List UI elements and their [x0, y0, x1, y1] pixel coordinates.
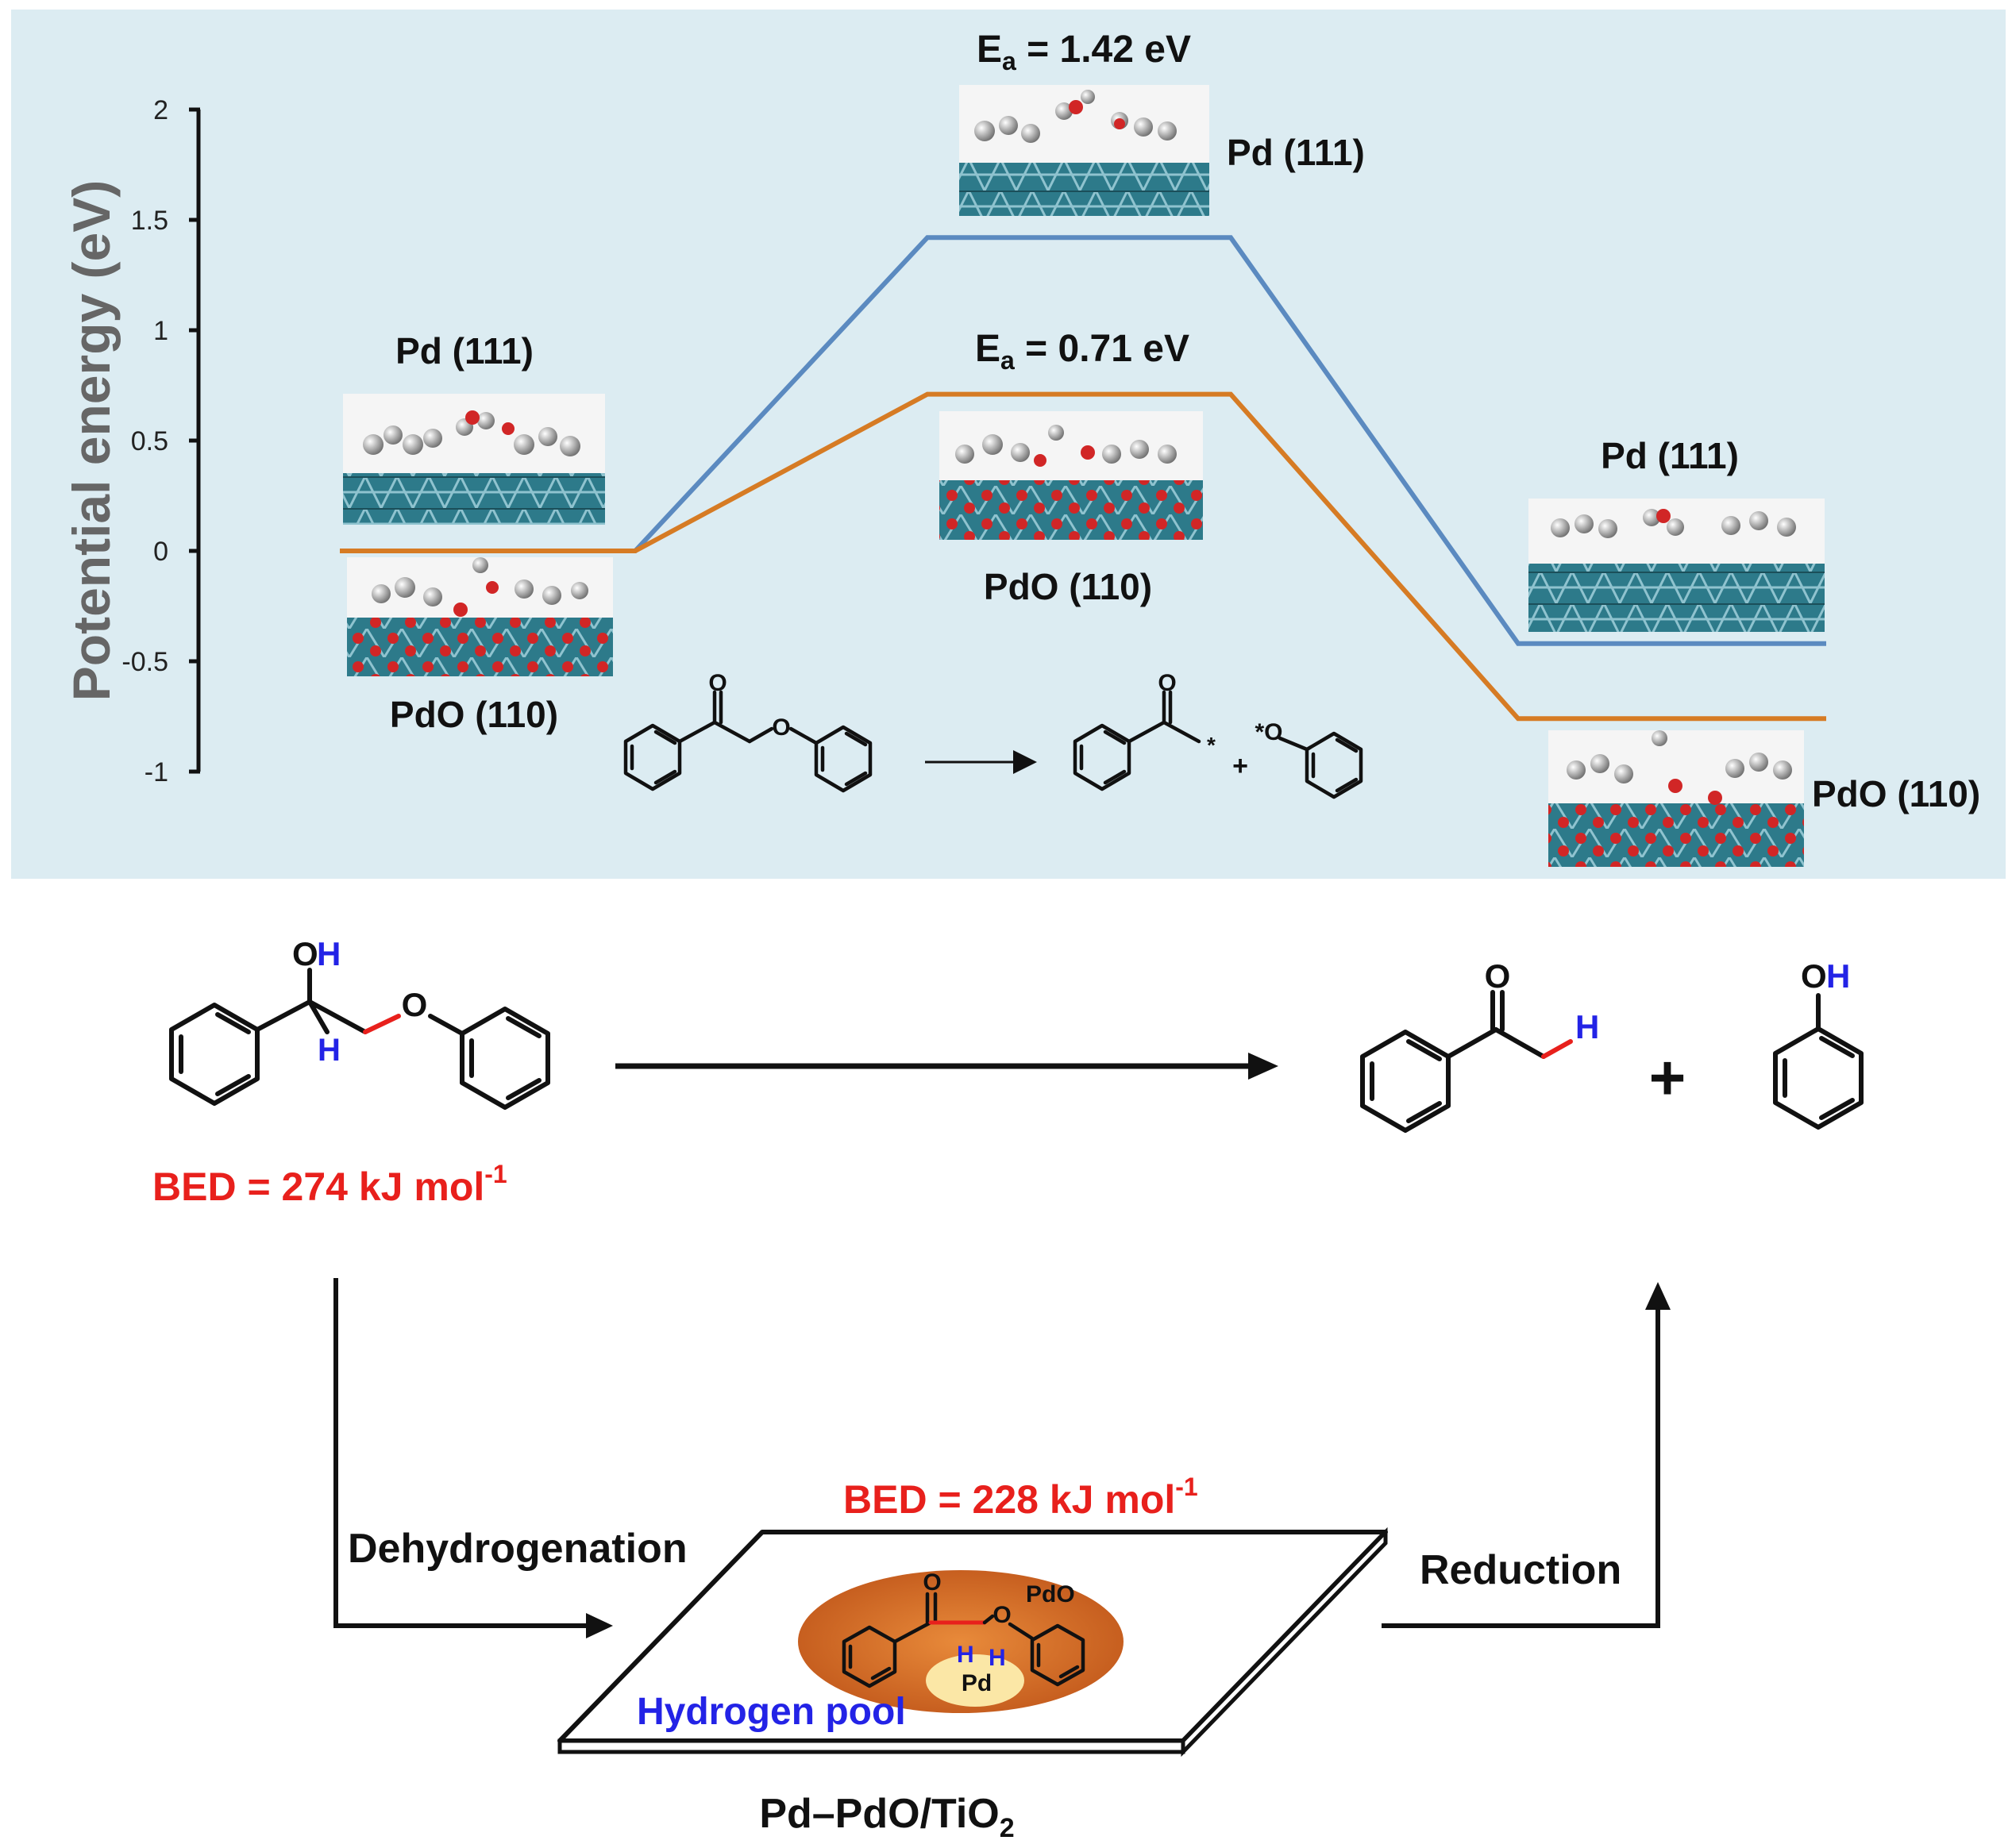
- reactant-hydroxyl-h: H: [317, 935, 341, 972]
- inset-reactant-molecule: O O: [623, 670, 873, 793]
- reactant-ether-o: O: [402, 986, 428, 1023]
- bed-surface-label: BED = 228 kJ mol-1: [843, 1473, 1198, 1522]
- inset-ether-o: O: [772, 714, 790, 741]
- pdo-label: PdO: [1026, 1581, 1075, 1607]
- dehydrogenation-label: Dehydrogenation: [348, 1526, 688, 1572]
- slab-initial-pd111: [343, 394, 605, 525]
- bed-reactant-label: BED = 274 kJ mol-1: [152, 1160, 507, 1209]
- surface-h1: H: [957, 1642, 974, 1668]
- inset-product-o: O: [1158, 670, 1176, 696]
- phenol-h: H: [1826, 957, 1850, 995]
- dehydrogenation-arrow-head: [586, 1613, 613, 1638]
- slab-ts-pd111: [959, 85, 1209, 216]
- inset-radical-star: *: [1207, 733, 1216, 757]
- inset-product-molecules: O * + *O: [1073, 670, 1363, 799]
- initial-pd111-label: Pd (111): [395, 330, 534, 372]
- slab-final-pd111: [1528, 499, 1825, 632]
- ea-pd111-label: Ea = 1.42 eV: [977, 29, 1191, 75]
- slab-final-pdo110: [1548, 730, 1804, 867]
- slab-initial-pdo110: [347, 557, 613, 676]
- energy-paths: [340, 235, 1826, 722]
- product-plus: +: [1649, 1042, 1686, 1113]
- main-arrow-head: [1248, 1053, 1278, 1080]
- acetophenone-h: H: [1575, 1008, 1599, 1045]
- catalyst-label: Pd–PdO/TiO2: [759, 1791, 1014, 1843]
- surface-carbonyl-o: O: [923, 1569, 941, 1596]
- inset-phenoxy-o: *O: [1255, 719, 1282, 745]
- pd-label: Pd: [962, 1670, 992, 1696]
- reaction-scheme: O H H O BED = 274 kJ mol-1 O H +: [152, 935, 1864, 1843]
- ts-pd111-label: Pd (111): [1227, 132, 1365, 173]
- y-axis: 2 1.5 1 0.5 0 -0.5 -1 Potential energy (…: [62, 95, 201, 787]
- y-tick-label: 1.5: [131, 206, 168, 236]
- cleaved-bond: [363, 1014, 401, 1034]
- initial-pdo110-label: PdO (110): [390, 694, 558, 735]
- energy-diagram-panel: 2 1.5 1 0.5 0 -0.5 -1 Potential energy (…: [11, 10, 2006, 879]
- pd-particle: [926, 1654, 1024, 1707]
- y-tick-label: 0.5: [131, 426, 168, 456]
- phenol-molecule: O H: [1773, 957, 1864, 1130]
- inset-carbonyl-o: O: [708, 670, 727, 696]
- dehydrogenation-arrow: [333, 1278, 594, 1628]
- y-tick-label: -1: [145, 757, 168, 787]
- inset-plus: +: [1232, 751, 1248, 781]
- acetophenone-molecule: O H: [1360, 957, 1599, 1133]
- y-axis-label: Potential energy (eV): [62, 180, 121, 702]
- hydrogen-pool-label: Hydrogen pool: [637, 1691, 906, 1733]
- final-pdo110-label: PdO (110): [1812, 773, 1980, 814]
- final-pd111-label: Pd (111): [1601, 435, 1739, 476]
- slab-ts-pdo110: [939, 411, 1203, 540]
- ts-pdo110-label: PdO (110): [984, 566, 1152, 607]
- surface-molecule: O O H H: [842, 1569, 1085, 1688]
- inset-reaction: O O O * + *O: [623, 670, 1363, 799]
- phenol-o: O: [1801, 957, 1827, 995]
- reduction-arrow: [1382, 1302, 1660, 1628]
- reduction-label: Reduction: [1420, 1547, 1621, 1593]
- y-tick-label: 2: [153, 95, 168, 125]
- y-tick-label: 1: [153, 316, 168, 346]
- surface-ether-o: O: [993, 1602, 1011, 1628]
- acetophenone-o: O: [1485, 957, 1511, 995]
- ea-pdo110-label: Ea = 0.71 eV: [975, 328, 1189, 375]
- reactant-molecule: O H H O: [169, 935, 550, 1110]
- pdo110-energy-path: [340, 391, 1826, 722]
- y-tick-label: 0: [153, 537, 168, 567]
- surface-h2: H: [989, 1645, 1006, 1671]
- y-tick-label: -0.5: [121, 647, 168, 677]
- reactant-hydroxyl-o: O: [292, 935, 318, 972]
- new-ch-bond: [1541, 1039, 1573, 1059]
- reactant-alpha-h: H: [318, 1033, 341, 1068]
- reduction-arrow-head: [1645, 1282, 1671, 1310]
